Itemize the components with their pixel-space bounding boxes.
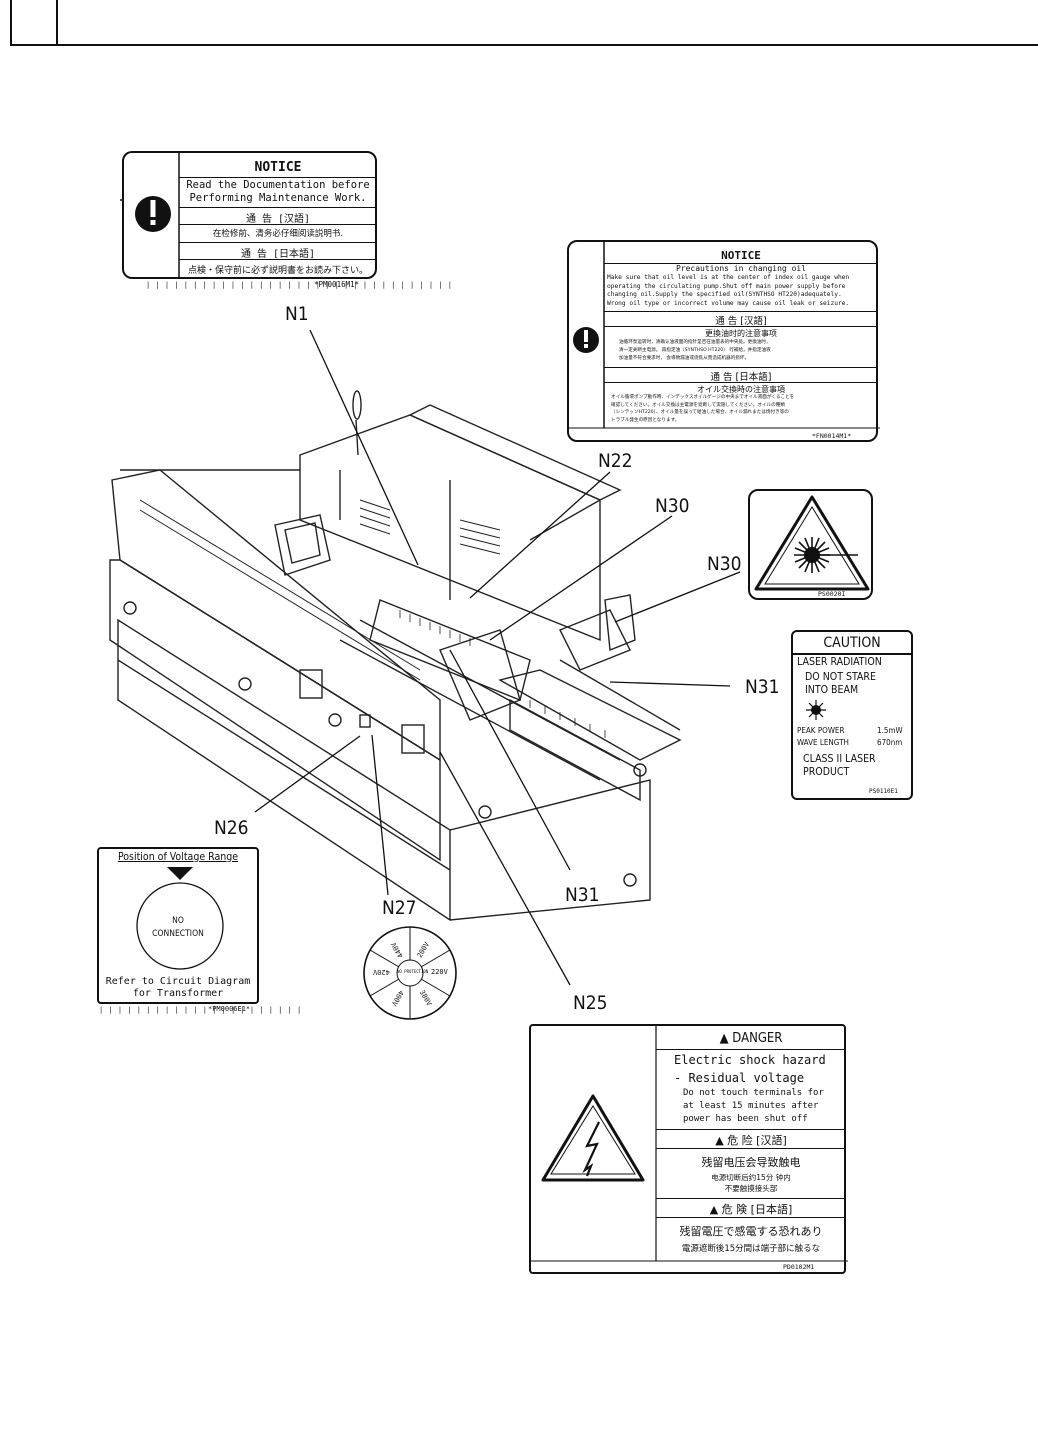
- label-code: *PM0006E1*: [208, 1005, 251, 1013]
- callout-n27: N27: [382, 897, 417, 919]
- notice-jp-body: オイル循環ポンプ動作時、インデックスオイルゲージの中央までオイル液面がくることを…: [611, 395, 795, 423]
- notice-cn-subtitle: 更換油时的注意事项: [705, 329, 777, 338]
- barcode: | | | | | | | | | | | | | | | | | | | | …: [99, 1006, 302, 1014]
- callout-n22: N22: [598, 450, 633, 472]
- caution-title: CAUTION: [823, 635, 881, 651]
- wave-length-label: WAVE LENGTH: [797, 738, 849, 747]
- notice-jp-title: 通 告 [日本語]: [710, 372, 772, 383]
- notice-subtitle: Precautions in changing oil: [675, 264, 807, 273]
- dial-voltage: 220V: [431, 968, 448, 976]
- notice-title: NOTICE: [254, 160, 302, 175]
- danger-line: Electric shock hazard: [674, 1053, 826, 1067]
- callout-n1: N1: [285, 303, 309, 325]
- voltage-range-label: Position of Voltage Range NO CONNECTION …: [97, 847, 259, 1004]
- notice-jp-title: 通 告 [日本語]: [240, 249, 316, 260]
- page-header-box: [10, 0, 58, 46]
- danger-cn-title: ▲ 危 险 [汉語]: [715, 1134, 787, 1147]
- danger-line: power has been shut off: [683, 1114, 808, 1124]
- notice-cn-body: 油循环泵运转时，清确认油液面的指针是否在油量表的中央处。更換油时，清一定关断主电…: [619, 340, 771, 361]
- notice-line: Read the Documentation before: [186, 179, 370, 191]
- barcode: | | | | | | | | | | | | | | | | | | | | …: [146, 281, 453, 289]
- callout-n26: N26: [214, 817, 249, 839]
- notice-cn-title: 通 告 [汉語]: [245, 214, 311, 225]
- notice-label-fn0014: NOTICE Precautions in changing oil Make …: [567, 240, 880, 442]
- laser-burst-icon: [806, 700, 826, 720]
- laser-warning-label: PS0020I: [748, 489, 873, 600]
- caution-laser-label: CAUTION LASER RADIATION DO NOT STARE INT…: [791, 630, 913, 800]
- callout-n30: N30: [707, 553, 742, 575]
- danger-line: Do not touch terminals for: [683, 1088, 824, 1098]
- page-header-rule: [58, 44, 1038, 46]
- label-code: PD0102M1: [783, 1263, 815, 1271]
- dial-center-text: NO PROTECTION: [397, 969, 429, 974]
- notice-cn-text: 在检修前、清务必仔细阅读説明书.: [212, 229, 344, 239]
- wave-length-value: 670nm: [877, 738, 903, 747]
- label-code: PS0020I: [818, 590, 846, 598]
- callout-n31: N31: [745, 676, 780, 698]
- danger-title: ▲ DANGER: [719, 1031, 783, 1046]
- caution-line: LASER RADIATION: [797, 656, 882, 668]
- caution-line: PRODUCT: [803, 766, 850, 778]
- circle-text: NO: [172, 916, 184, 926]
- danger-cn-line: 不要触摸接头部: [724, 1184, 778, 1193]
- callout-n25: N25: [573, 992, 608, 1014]
- danger-jp-line: 残留電圧で感電する恐れあり: [679, 1225, 823, 1238]
- label-code: *PM0016M1*: [314, 280, 360, 289]
- danger-cn-line: 残留电压会导致触电: [701, 1156, 801, 1169]
- circle-text: CONNECTION: [152, 929, 204, 939]
- danger-line: - Residual voltage: [674, 1071, 805, 1085]
- voltage-title: Position of Voltage Range: [117, 851, 239, 863]
- notice-line: Performing Maintenance Work.: [189, 192, 367, 204]
- caution-line: INTO BEAM: [805, 684, 859, 696]
- notice-cn-title: 通 告 [汉語]: [715, 316, 767, 327]
- danger-line: at least 15 minutes after: [683, 1101, 819, 1111]
- voltage-footer: for Transformer: [132, 988, 224, 999]
- notice-jp-subtitle: オイル交換時の注意事項: [697, 385, 785, 394]
- danger-label-pd0102: ▲ DANGER Electric shock hazard - Residua…: [529, 1024, 848, 1274]
- notice-body: Make sure that oil level is at the cente…: [607, 274, 850, 307]
- dial-voltage: 420V: [373, 968, 390, 976]
- notice-jp-text: 点検・保守前に必ず説明書をお読み下さい。: [187, 266, 368, 276]
- peak-power-label: PEAK POWER: [797, 726, 845, 735]
- notice-title: NOTICE: [721, 249, 761, 262]
- caution-line: DO NOT STARE: [805, 671, 876, 683]
- caution-line: CLASS II LASER: [803, 753, 876, 765]
- peak-power-value: 1.5mW: [877, 726, 903, 735]
- callout-n31: N31: [565, 884, 600, 906]
- notice-label-pm0016: NOTICE Read the Documentation before Per…: [122, 151, 377, 279]
- voltage-footer: Refer to Circuit Diagram: [105, 976, 251, 987]
- voltage-dial: NO PROTECTION 200V 220V 380V 400V 420V 4…: [357, 924, 463, 1022]
- danger-cn-line: 电源切断后约15分 钟内: [711, 1173, 791, 1182]
- label-code: PS0110E1: [869, 788, 898, 795]
- label-code: *FN0014M1*: [812, 432, 852, 440]
- danger-jp-line: 電源遮断後15分間は端子部に触るな: [681, 1244, 821, 1254]
- danger-jp-title: ▲ 危 険 [日本語]: [709, 1203, 793, 1216]
- callout-n30: N30: [655, 495, 690, 517]
